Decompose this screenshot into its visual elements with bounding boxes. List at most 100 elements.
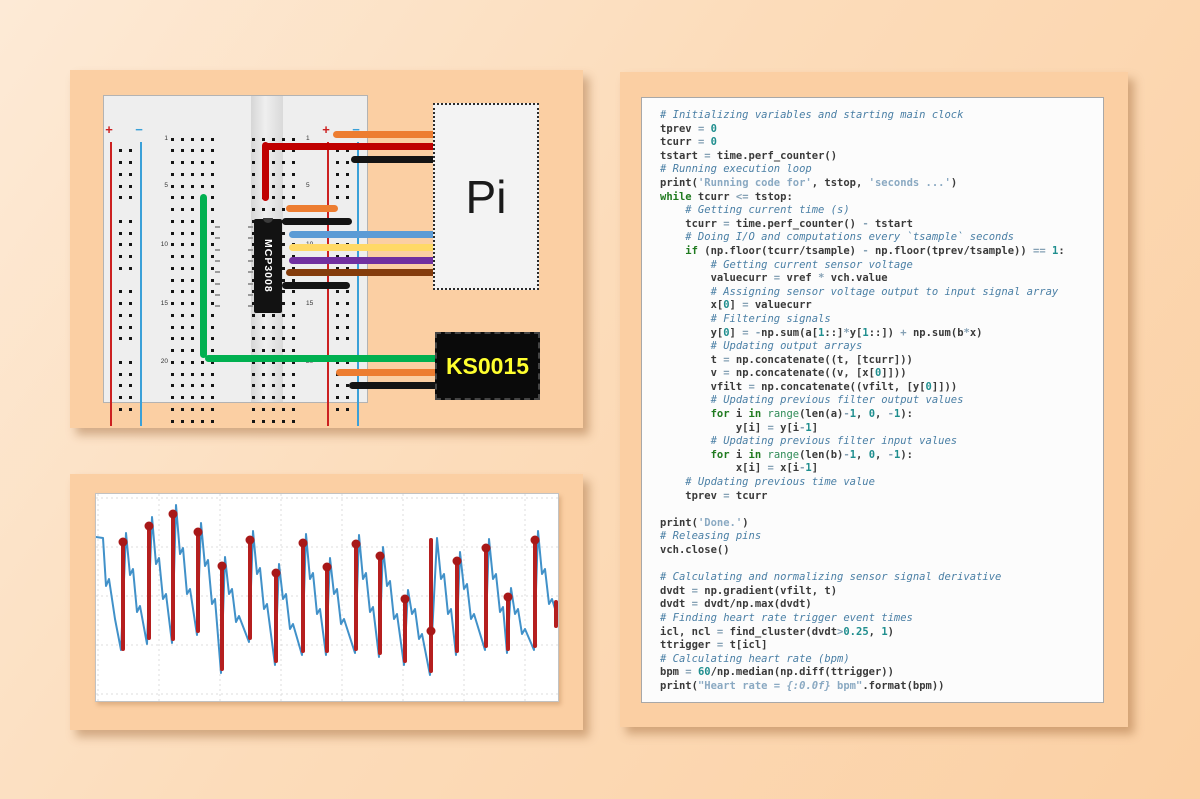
breadboard-hole [251,149,255,153]
rail-hole [335,302,339,305]
breadboard-hole [210,196,214,200]
rail-hole [345,196,349,200]
breadboard-hole [170,360,174,364]
rail-hole [345,149,349,153]
breadboard-hole [251,325,255,329]
code-line: # Finding heart rate trigger event times [660,611,913,624]
rail-hole [345,172,349,176]
rail-hole [128,360,132,364]
breadboard-hole [170,149,174,153]
breadboard-hole [180,219,184,223]
breadboard-hole [261,337,265,341]
breadboard-hole [210,360,214,364]
breadboard-hole [180,149,184,153]
breadboard-hole [180,255,184,258]
breadboard-hole [170,231,174,235]
breadboard-hole [251,208,255,211]
breadboard-hole [210,266,214,270]
breadboard-hole [180,278,184,282]
breadboard-hole [281,231,285,235]
chip-pin [215,248,220,251]
trigger-dot [375,551,385,561]
breadboard-hole [210,396,214,399]
code-line: bpm = 60/np.median(np.diff(ttrigger)) [660,666,894,679]
breadboard-hole [190,396,194,399]
rail-hole [128,372,132,376]
breadboard-hole [271,349,275,352]
breadboard-hole [271,372,275,376]
chip-pin [215,226,220,228]
breadboard-hole [200,407,204,411]
breadboard-hole [281,172,285,176]
code-line: for i in range(len(b)-1, 0, -1): [710,448,913,461]
rail-hole [128,255,132,258]
code-line: if (np.floor(tcurr/tsample) - np.floor(t… [685,244,1065,257]
breadboard-hole [271,407,275,411]
breadboard-hole [281,396,285,399]
breadboard-hole [190,360,194,364]
breadboard-hole [170,337,174,341]
code-lines: # Initializing variables and starting ma… [660,109,1103,694]
wire-green-vertical [199,194,207,358]
breadboard-hole [170,172,174,176]
code-line: tcurr = 0 [660,136,717,149]
breadboard-hole [291,161,295,164]
breadboard-hole [170,243,174,247]
breadboard-hole [210,313,214,317]
chip-pin [215,237,220,240]
chip-pin [248,248,253,251]
rail-hole [335,184,339,188]
breadboard-hole [180,372,184,376]
row-number-left: 10 [160,240,168,248]
breadboard-hole [291,137,295,141]
rail-hole [128,302,132,305]
rail-hole [128,161,132,164]
breadboard-hole [210,384,214,388]
breadboard-hole [210,325,214,329]
breadboard-hole [170,290,174,294]
breadboard-hole [190,161,194,164]
python-code-block: # Initializing variables and starting ma… [641,97,1104,703]
breadboard-hole [190,255,194,258]
code-line: dvdt = np.gradient(vfilt, t) [660,584,838,597]
breadboard-hole [271,419,275,423]
rail-hole [118,219,122,223]
wire-black-adc-2 [282,281,350,289]
breadboard-hole [170,419,174,423]
breadboard-hole [180,231,184,235]
chip-notch [263,218,273,223]
row-number-right: 20 [306,358,314,366]
rail-hole [335,396,339,399]
code-line: valuecurr = vref * vch.value [660,272,888,285]
rail-hole [335,161,339,164]
wire-yellow-pi [289,243,436,251]
breadboard-hole [281,161,285,164]
breadboard-hole [281,208,285,211]
mcp3008-chip: MCP3008 [254,218,282,313]
rail-hole [128,196,132,200]
wire-green-sensor [205,354,438,362]
breadboard-hole [281,266,285,270]
rail-hole [118,384,122,388]
left-minus-sign: − [135,122,143,137]
trigger-dot [168,509,178,519]
breadboard-hole [251,419,255,423]
rail-hole [335,266,339,270]
breadboard-hole [261,407,265,411]
code-panel: # Initializing variables and starting ma… [620,72,1128,727]
breadboard-hole [281,196,285,200]
trigger-dot [503,592,513,602]
breadboard-hole [180,384,184,388]
breadboard-hole [210,219,214,223]
trigger-dot [245,535,255,545]
signal-line [96,504,558,676]
breadboard-hole [210,302,214,305]
breadboard-hole [271,360,275,364]
breadboard-hole [291,384,295,388]
breadboard-hole [170,255,174,258]
breadboard-hole [200,372,204,376]
breadboard-hole [190,313,194,317]
breadboard-hole [190,384,194,388]
breadboard-hole [180,243,184,247]
raspberry-pi-block: Pi [433,103,539,290]
